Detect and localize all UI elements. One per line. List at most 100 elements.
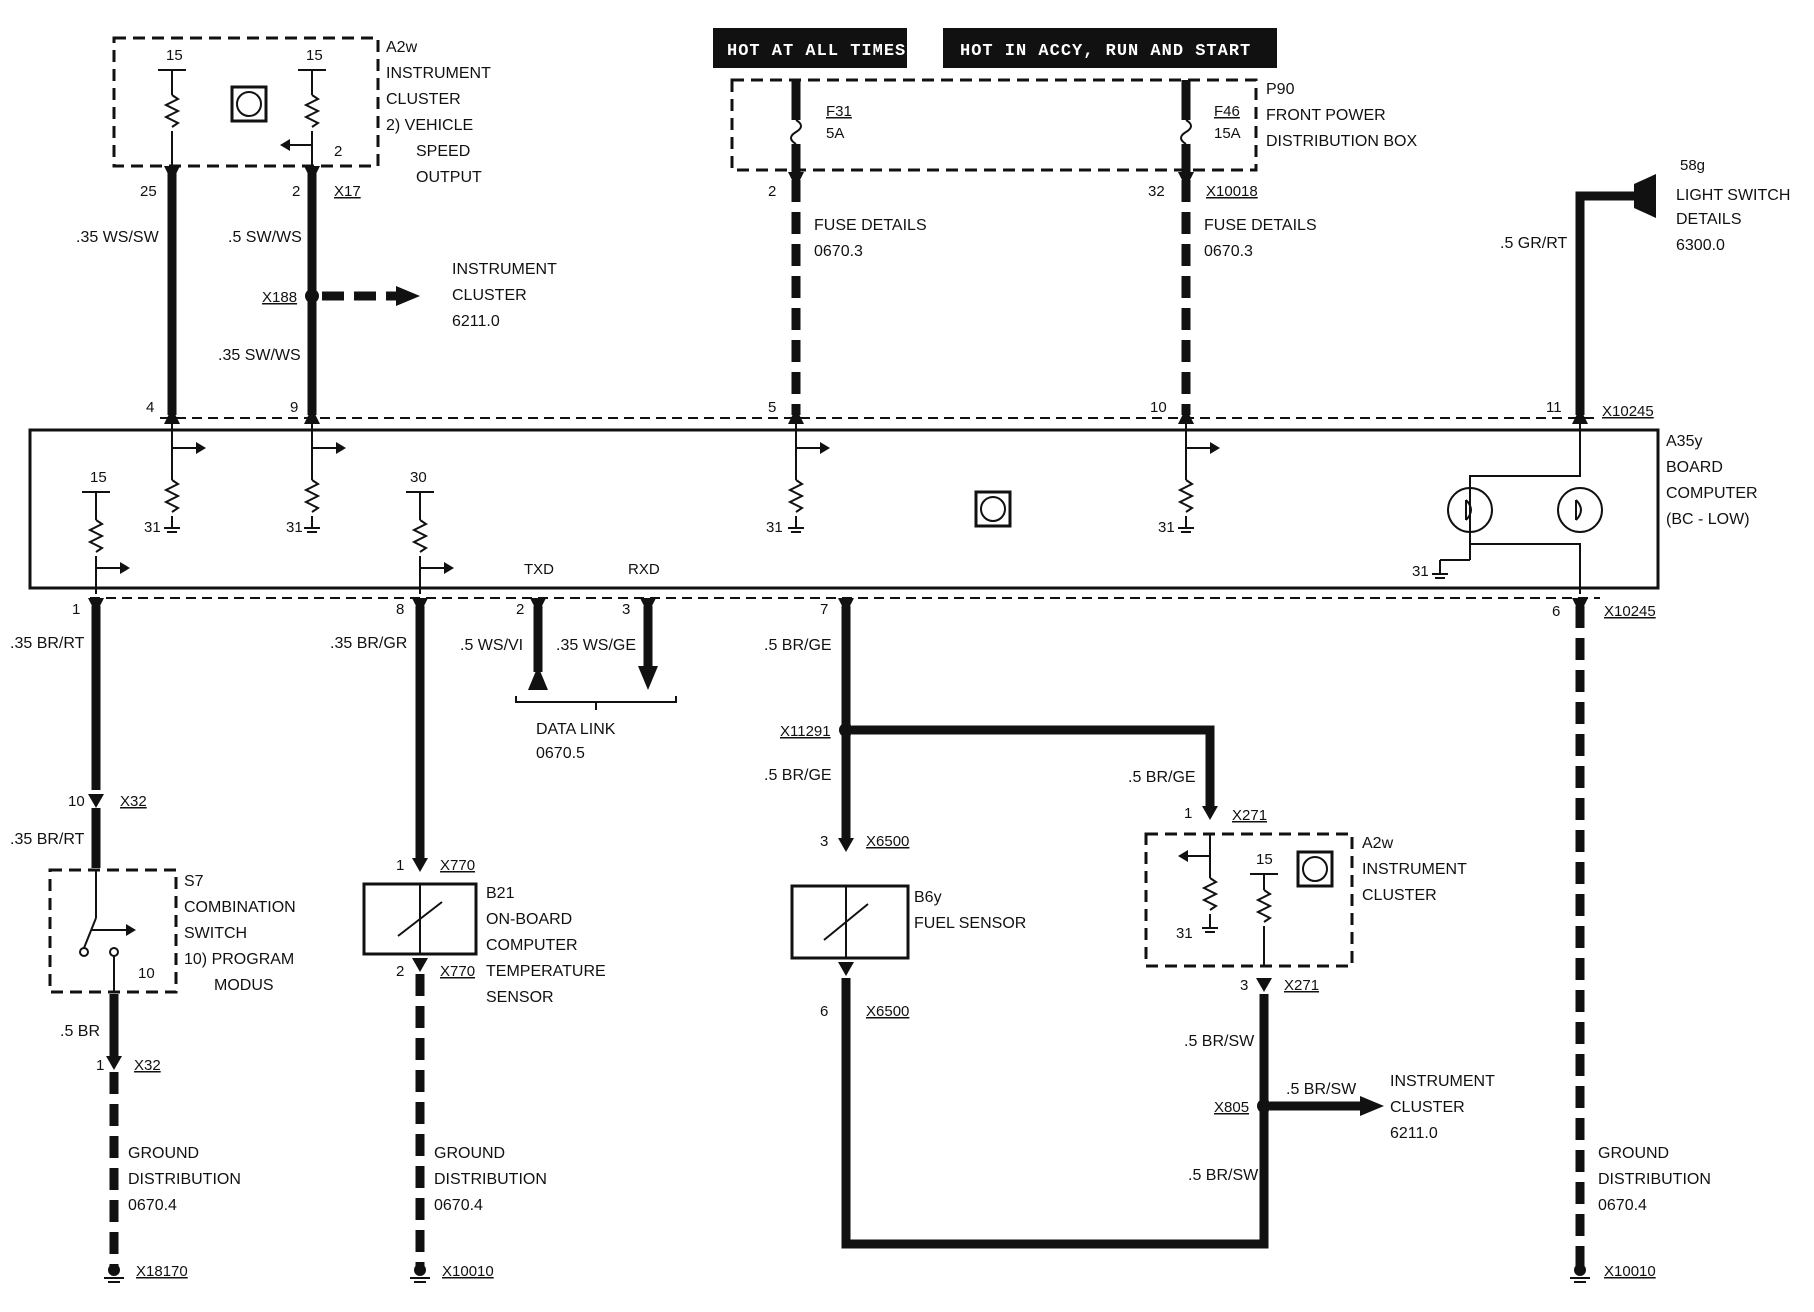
svg-text:X6500: X6500: [866, 833, 909, 850]
svg-text:0670.4: 0670.4: [128, 1197, 177, 1214]
fuel-sensor-return: 6 X6500: [820, 962, 1269, 1249]
front-power-distribution-box: F31 5A F46 15A P90 FRONT POWER DISTRIBUT…: [730, 78, 1417, 172]
svg-text:DATA LINK: DATA LINK: [536, 721, 616, 738]
svg-text:TEMPERATURE: TEMPERATURE: [486, 963, 606, 980]
svg-text:5A: 5A: [826, 125, 844, 142]
svg-text:INSTRUMENT: INSTRUMENT: [452, 261, 557, 278]
svg-text:ON-BOARD: ON-BOARD: [486, 911, 572, 928]
svg-text:.5 SW/WS: .5 SW/WS: [228, 229, 302, 246]
svg-text:OUTPUT: OUTPUT: [416, 169, 482, 186]
svg-text:B21: B21: [486, 885, 515, 902]
svg-text:15: 15: [306, 47, 323, 64]
temperature-sensor: B21 ON-BOARD COMPUTER TEMPERATURE SENSOR: [362, 882, 606, 1006]
svg-text:GROUND: GROUND: [128, 1145, 199, 1162]
input-resistor-4: 31: [1158, 424, 1220, 536]
svg-text:2) VEHICLE: 2) VEHICLE: [386, 117, 473, 134]
svg-text:DISTRIBUTION: DISTRIBUTION: [128, 1171, 241, 1188]
svg-text:.35 BR/GR: .35 BR/GR: [330, 635, 407, 652]
svg-text:COMBINATION: COMBINATION: [184, 899, 296, 916]
svg-text:COMPUTER: COMPUTER: [1666, 485, 1758, 502]
svg-text:7: 7: [820, 601, 828, 618]
hot-at-all-times-header: HOT AT ALL TIMES: [713, 28, 907, 68]
svg-text:31: 31: [144, 519, 161, 536]
data-link: 2 3 .5 WS/VI .35 WS/GE DATA LINK 0670.5: [460, 598, 677, 762]
svg-text:HOT IN ACCY, RUN AND START: HOT IN ACCY, RUN AND START: [960, 42, 1251, 61]
svg-text:X10245: X10245: [1602, 403, 1654, 420]
svg-text:6: 6: [820, 1003, 828, 1020]
svg-text:6: 6: [1552, 603, 1560, 620]
input-resistor-3: 31: [766, 424, 830, 536]
indicator-lamps: 31: [1412, 424, 1603, 594]
svg-text:.35 BR/RT: .35 BR/RT: [10, 635, 85, 652]
svg-text:10: 10: [68, 793, 85, 810]
splice-x188: X188 INSTRUMENT CLUSTER 6211.0: [262, 261, 557, 330]
wire-ground-3: 6 X10245 GROUND DISTRIBUTION 0670.4 X100…: [1552, 598, 1711, 1283]
wire-br-ground-1: .5 BR 1 X32 GROUND DISTRIBUTION 0670.4 X…: [60, 994, 241, 1283]
svg-text:FUSE DETAILS: FUSE DETAILS: [814, 217, 927, 234]
wire-fuse-f31: 2 FUSE DETAILS 0670.3 5: [768, 172, 927, 424]
wire-fuse-f46: 32 X10018 FUSE DETAILS 0670.3 10: [1148, 172, 1317, 424]
svg-text:.5 GR/RT: .5 GR/RT: [1500, 235, 1568, 252]
svg-text:X11291: X11291: [780, 723, 831, 740]
combination-switch: 10 S7 COMBINATION SWITCH 10) PROGRAM MOD…: [48, 868, 296, 994]
svg-text:1: 1: [72, 601, 80, 618]
svg-text:INSTRUMENT: INSTRUMENT: [1390, 1073, 1495, 1090]
svg-text:X188: X188: [262, 289, 297, 306]
power-30-input: 30: [406, 469, 454, 594]
svg-text:15: 15: [90, 469, 107, 486]
svg-text:FUEL SENSOR: FUEL SENSOR: [914, 915, 1026, 932]
wire-br-gr-b21: 8 .35 BR/GR 1 X770: [330, 598, 475, 874]
wire-ws-sw: 25 .35 WS/SW 4: [76, 166, 180, 424]
svg-text:6211.0: 6211.0: [1390, 1125, 1438, 1142]
svg-text:10: 10: [138, 965, 155, 982]
svg-text:X770: X770: [440, 857, 475, 874]
svg-text:32: 32: [1148, 183, 1165, 200]
svg-text:0670.5: 0670.5: [536, 745, 585, 762]
svg-text:FRONT POWER: FRONT POWER: [1266, 107, 1386, 124]
svg-text:HOT AT ALL TIMES: HOT AT ALL TIMES: [727, 42, 906, 61]
svg-text:DETAILS: DETAILS: [1676, 211, 1742, 228]
svg-text:X10245: X10245: [1604, 603, 1656, 620]
wire-splice-to-cluster: .5 BR/GE 1 X271: [852, 725, 1267, 824]
svg-text:.35 WS/SW: .35 WS/SW: [76, 229, 160, 246]
svg-text:.5 BR/SW: .5 BR/SW: [1286, 1081, 1357, 1098]
hot-in-accy-header: HOT IN ACCY, RUN AND START: [943, 28, 1277, 68]
svg-text:6300.0: 6300.0: [1676, 237, 1725, 254]
svg-text:B6y: B6y: [914, 889, 942, 906]
svg-text:8: 8: [396, 601, 404, 618]
svg-text:3: 3: [1240, 977, 1248, 994]
svg-text:X17: X17: [334, 183, 361, 200]
svg-text:31: 31: [1158, 519, 1175, 536]
cluster-icon-bottom: [1296, 850, 1334, 888]
svg-text:2: 2: [516, 601, 524, 618]
input-resistor-1: 31: [144, 424, 206, 536]
svg-text:15: 15: [1256, 851, 1273, 868]
svg-text:TXD: TXD: [524, 561, 554, 578]
instrument-cluster-top: 15 15 2 A2w INSTRUMENT CLUSTER 2) VEHICL…: [112, 36, 491, 186]
svg-text:X271: X271: [1232, 807, 1267, 824]
wire-br-sw: 3 X271 .5 BR/SW X805 .5 BR/SW .5 BR/SW I…: [1184, 977, 1495, 1184]
svg-text:2: 2: [334, 143, 342, 160]
svg-text:0670.4: 0670.4: [1598, 1197, 1647, 1214]
svg-text:RXD: RXD: [628, 561, 660, 578]
wire-br-ge-fuel: 7 .5 BR/GE X11291 .5 BR/GE 3 X6500: [764, 598, 909, 852]
svg-text:CLUSTER: CLUSTER: [1362, 887, 1437, 904]
svg-text:X10018: X10018: [1206, 183, 1258, 200]
svg-text:15: 15: [166, 47, 183, 64]
svg-text:INSTRUMENT: INSTRUMENT: [1362, 861, 1467, 878]
svg-text:10) PROGRAM: 10) PROGRAM: [184, 951, 294, 968]
svg-text:CLUSTER: CLUSTER: [452, 287, 527, 304]
power-15-input: 15: [82, 469, 130, 594]
svg-text:CLUSTER: CLUSTER: [1390, 1099, 1465, 1116]
svg-text:X805: X805: [1214, 1099, 1249, 1116]
svg-text:0670.3: 0670.3: [814, 243, 863, 260]
svg-text:CLUSTER: CLUSTER: [386, 91, 461, 108]
svg-text:X10010: X10010: [442, 1263, 494, 1280]
svg-text:F31: F31: [826, 103, 852, 120]
svg-text:A35y: A35y: [1666, 433, 1702, 450]
svg-text:1: 1: [1184, 805, 1192, 822]
svg-text:SWITCH: SWITCH: [184, 925, 247, 942]
svg-text:31: 31: [1176, 925, 1193, 942]
svg-text:2: 2: [768, 183, 776, 200]
